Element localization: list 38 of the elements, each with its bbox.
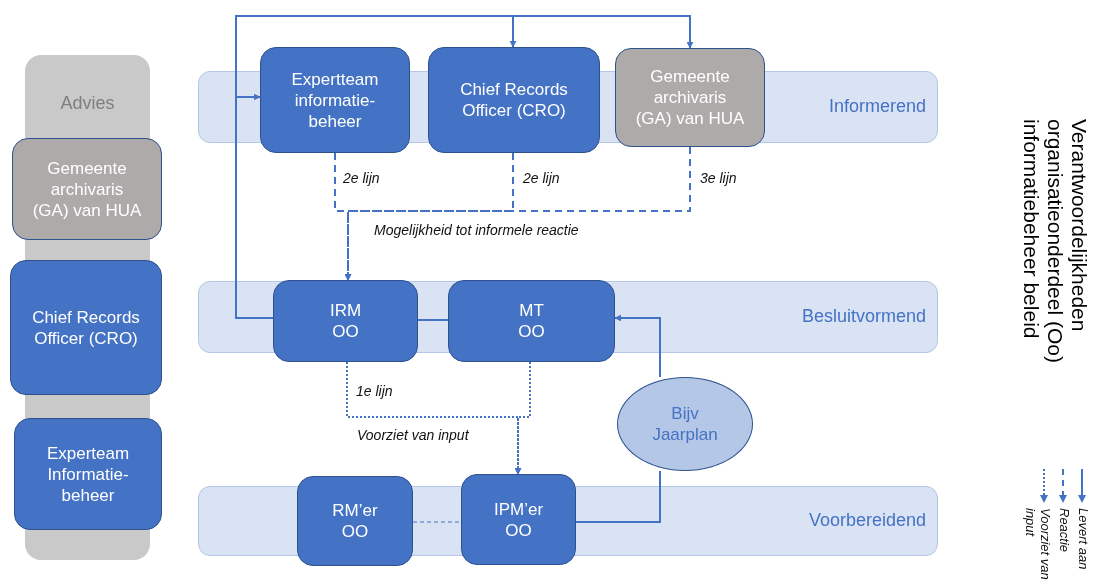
- role-box: [428, 47, 600, 153]
- role-box: [297, 476, 413, 566]
- edge-label: 1e lijn: [354, 383, 395, 399]
- role-box: [260, 47, 410, 153]
- role-box: [14, 418, 162, 530]
- legend-label: Voorziet van input: [1023, 508, 1053, 582]
- role-box: [448, 280, 615, 362]
- node-label: Chief Records Officer (CRO): [459, 79, 569, 121]
- node-label: IRM OO: [328, 300, 363, 342]
- role-box: [273, 280, 418, 362]
- vertical-title: Verantwoordelijkheden organisatieonderdeel (Oo) informatiebeheer beleid: [1019, 119, 1091, 365]
- node-label: Gemeente archivaris (GA) van HUA: [32, 157, 142, 221]
- legend-label: Levert aan: [1076, 508, 1091, 572]
- role-box: [461, 474, 576, 565]
- node-label: Bijv Jaarplan: [651, 403, 719, 445]
- node-label: Expertteam informatie-beheer: [290, 68, 380, 132]
- edge-label: 3e lijn: [698, 170, 739, 186]
- connector-arrow: [344, 146, 691, 281]
- role-box: [12, 138, 162, 240]
- column-heading: Advies: [60, 93, 115, 114]
- role-box: [10, 260, 162, 395]
- node-label: IPM’er OO: [492, 498, 545, 541]
- edge-label: 2e lijn: [341, 170, 382, 186]
- node-label: MT OO: [517, 300, 546, 342]
- legend-label: Reactie: [1057, 508, 1072, 555]
- connector-arrow: [614, 314, 661, 378]
- lane-label: Besluitvormend: [801, 306, 926, 327]
- node-label: Chief Records Officer (CRO): [31, 306, 141, 349]
- edge-label: 2e lijn: [521, 170, 562, 186]
- note-label: Mogelijkheid tot informele reactie: [372, 222, 581, 238]
- node-label: Experteam Informatie-beheer: [45, 442, 131, 506]
- role-box: [615, 48, 765, 147]
- node-label: RM’er OO: [331, 500, 379, 542]
- lane-label: Voorbereidend: [808, 510, 926, 531]
- lane-label: Informerend: [828, 96, 926, 117]
- node-label: Gemeente archivaris (GA) van HUA: [635, 66, 745, 129]
- note-label: Voorziet van input: [355, 427, 471, 443]
- connector-arrow: [514, 361, 531, 475]
